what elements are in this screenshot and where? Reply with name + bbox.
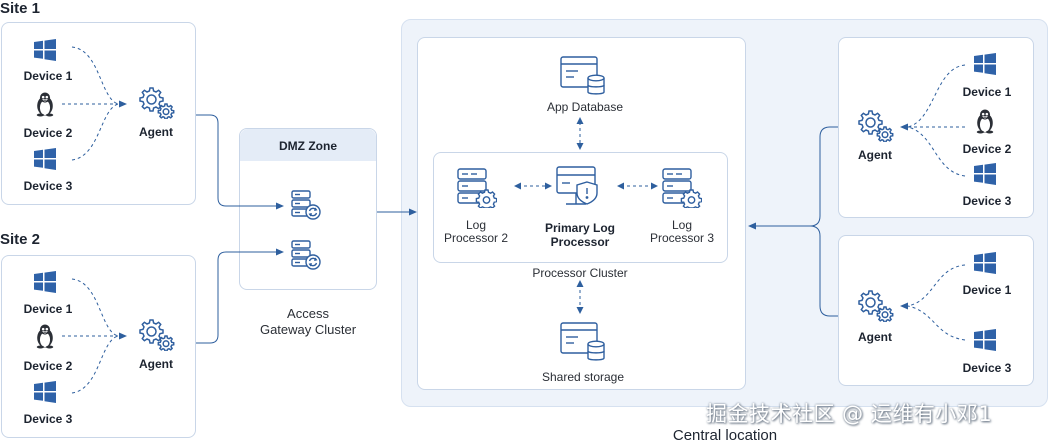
remote-top-device1-label: Device 1 bbox=[962, 85, 1012, 99]
agent-gears-icon bbox=[136, 317, 176, 351]
dmz-zone-title: DMZ Zone bbox=[279, 139, 337, 153]
site1-device3-label: Device 3 bbox=[23, 179, 73, 193]
site1-agent-label: Agent bbox=[139, 125, 173, 139]
site1-device2-label: Device 2 bbox=[23, 126, 73, 140]
remote-top-agent-label: Agent bbox=[858, 148, 892, 162]
windows-icon bbox=[33, 270, 57, 294]
windows-icon bbox=[973, 52, 997, 76]
site1-title: Site 1 bbox=[0, 0, 41, 17]
windows-icon bbox=[973, 328, 997, 352]
remote-bottom-agent-label: Agent bbox=[858, 330, 892, 344]
app-database-label: App Database bbox=[546, 100, 624, 114]
central-location-title: Central location bbox=[672, 427, 778, 444]
remote-top-device2-label: Device 2 bbox=[962, 142, 1012, 156]
windows-icon bbox=[33, 38, 57, 62]
agent-gears-icon bbox=[855, 288, 895, 322]
primary-log-processor-line2: Processor bbox=[550, 235, 610, 249]
gateway-server-icon bbox=[291, 190, 321, 220]
gateway-server-icon bbox=[291, 240, 321, 270]
processor-cluster-label: Processor Cluster bbox=[532, 266, 628, 280]
dmz-caption-line2: Gateway Cluster bbox=[259, 322, 357, 337]
remote-top-device3-label: Device 3 bbox=[962, 194, 1012, 208]
site2-device2-label: Device 2 bbox=[23, 359, 73, 373]
windows-icon bbox=[33, 380, 57, 404]
remote-bottom-device3-label: Device 3 bbox=[962, 361, 1012, 375]
primary-log-processor-icon bbox=[556, 166, 602, 212]
windows-icon bbox=[33, 147, 57, 171]
log-processor-2-icon bbox=[457, 168, 497, 208]
app-database-icon bbox=[560, 56, 606, 96]
site1-device1-label: Device 1 bbox=[23, 69, 73, 83]
log-processor-3-line2: Processor 3 bbox=[649, 231, 715, 245]
windows-icon bbox=[973, 162, 997, 186]
linux-icon bbox=[974, 108, 996, 134]
remote-bottom-box bbox=[838, 235, 1034, 386]
primary-log-processor-line1: Primary Log bbox=[544, 221, 616, 235]
linux-icon bbox=[34, 91, 56, 117]
windows-icon bbox=[973, 251, 997, 275]
agent-gears-icon bbox=[855, 108, 895, 142]
log-processor-2-line1: Log bbox=[465, 218, 487, 232]
site2-box bbox=[1, 255, 196, 438]
watermark-text: 掘金技术社区 @ 运维有小邓1 bbox=[706, 402, 993, 426]
site2-device3-label: Device 3 bbox=[23, 412, 73, 426]
log-processor-3-line1: Log bbox=[671, 218, 693, 232]
shared-storage-label: Shared storage bbox=[541, 370, 625, 384]
dmz-zone-header bbox=[240, 129, 376, 161]
linux-icon bbox=[34, 323, 56, 349]
shared-storage-icon bbox=[560, 322, 606, 362]
log-processor-2-line2: Processor 2 bbox=[443, 231, 509, 245]
site2-device1-label: Device 1 bbox=[23, 302, 73, 316]
log-processor-3-icon bbox=[662, 168, 702, 208]
remote-bottom-device1-label: Device 1 bbox=[962, 283, 1012, 297]
dmz-caption-line1: Access bbox=[287, 306, 329, 321]
site2-title: Site 2 bbox=[0, 231, 41, 248]
site2-agent-label: Agent bbox=[139, 357, 173, 371]
agent-gears-icon bbox=[136, 85, 176, 119]
